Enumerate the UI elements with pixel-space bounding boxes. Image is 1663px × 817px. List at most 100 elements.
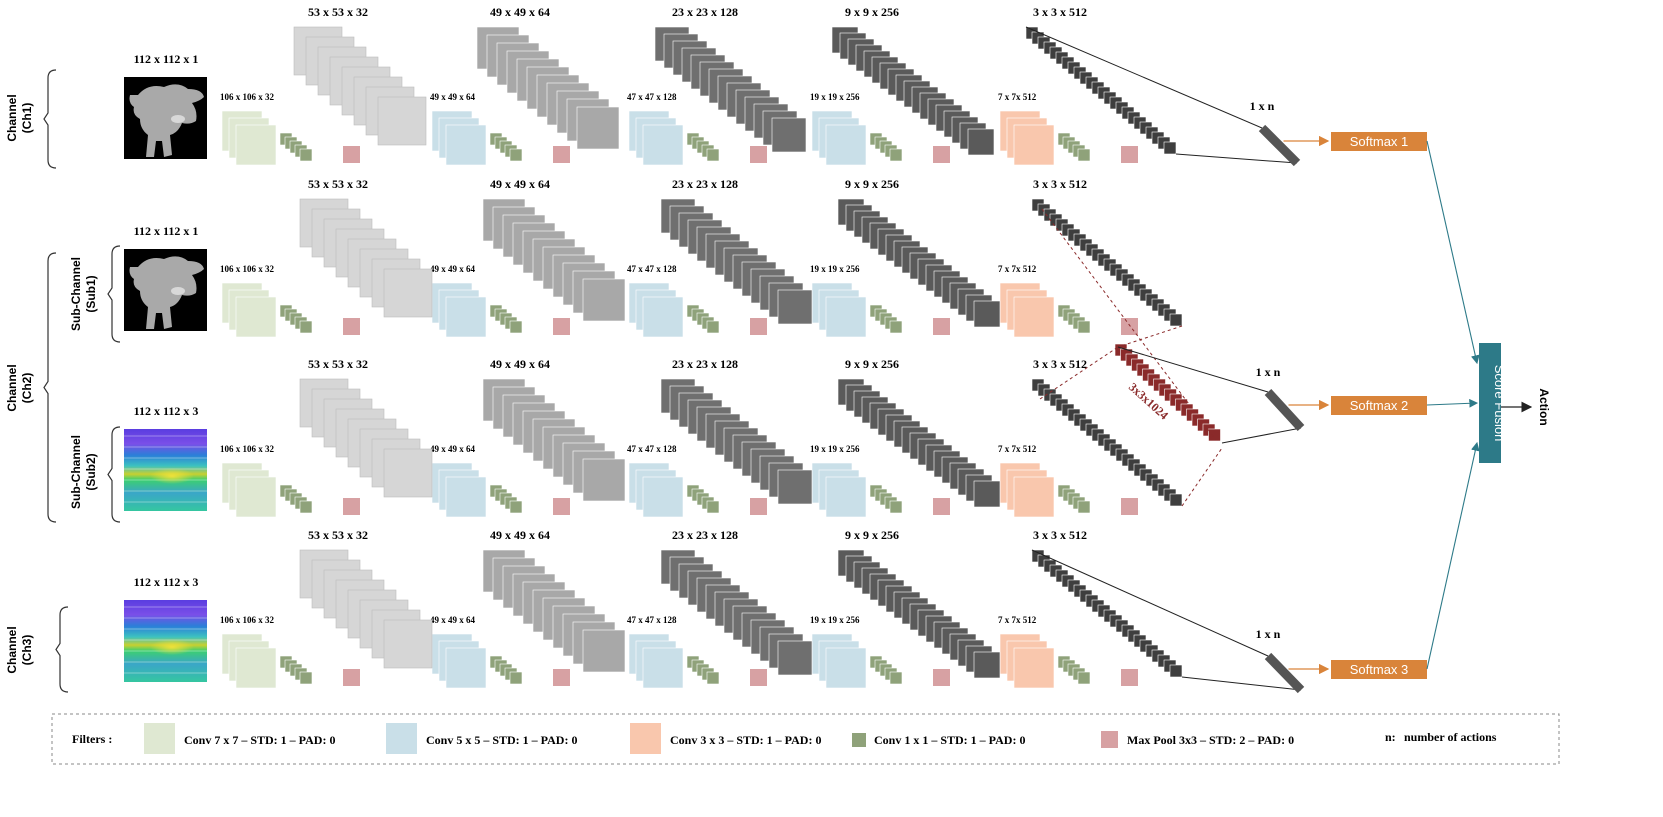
- softmax-2: Softmax 2: [1331, 396, 1427, 415]
- concat-stack: [1114, 343, 1221, 442]
- maxpool-block: [1121, 669, 1138, 686]
- conv1x1-block: [686, 132, 720, 162]
- conv1x1-block: [1057, 484, 1091, 514]
- legend-swatch: [386, 723, 417, 754]
- stage-4: 19 x 19 x 256: [810, 444, 950, 518]
- channel-rows: 112 x 112 x 1 106 x 106 x 32 49 x 49 x 64 4…: [5, 5, 1183, 693]
- feature-dim-label: 49 x 49 x 64: [490, 5, 550, 19]
- legend-swatch: [144, 723, 175, 754]
- channel-sublabel: (Sub2): [84, 453, 98, 490]
- stage-4: 19 x 19 x 256: [810, 92, 950, 166]
- feature-map-stack: [660, 549, 813, 676]
- conv1x1-block: [869, 484, 903, 514]
- feature-map-stack: [1031, 549, 1183, 678]
- conv-dim-label: 47 x 47 x 128: [627, 92, 677, 102]
- maxpool-block: [553, 669, 570, 686]
- conv-dim-label: 19 x 19 x 256: [810, 615, 860, 625]
- maxpool-block: [1121, 146, 1138, 163]
- feature-map-stack: [837, 378, 1001, 508]
- fc-dim-label: 1 x n: [1256, 365, 1281, 379]
- conv-filter-block: [999, 282, 1055, 338]
- feature-map-stack: [654, 26, 807, 153]
- stage-1: 106 x 106 x 32: [220, 615, 360, 689]
- maxpool-block: [553, 318, 570, 335]
- bracket-ch1: [43, 69, 57, 169]
- conv-dim-label: 7 x 7x 512: [998, 615, 1037, 625]
- feature-map-stack: [482, 378, 626, 502]
- conv1x1-block: [1057, 655, 1091, 685]
- feature-map-stack: [299, 378, 433, 498]
- stage-1: 106 x 106 x 32: [220, 92, 360, 166]
- channel-sublabel: (Ch3): [20, 635, 34, 666]
- conv-filter-block: [221, 110, 277, 166]
- bracket-sub1: [107, 245, 121, 343]
- fc-connector: [1175, 153, 1298, 164]
- legend-label: Conv 1 x 1 – STD: 1 – PAD: 0: [874, 733, 1025, 747]
- legend-note-key: n:: [1385, 730, 1396, 744]
- conv-dim-label: 49 x 49 x 64: [430, 92, 476, 102]
- motion-map-image: [124, 429, 207, 511]
- feature-dim-label: 3 x 3 x 512: [1033, 5, 1087, 19]
- depth-image: [124, 249, 207, 331]
- conv-dim-label: 7 x 7x 512: [998, 264, 1037, 274]
- fc-layer: [1258, 124, 1301, 167]
- feature-map-stack: [837, 549, 1001, 679]
- feature-map-stack: [482, 198, 626, 322]
- concat-connector: [1039, 346, 1119, 400]
- legend-item: Conv 7 x 7 – STD: 1 – PAD: 0: [144, 723, 335, 754]
- conv1x1-block: [279, 132, 313, 162]
- conv-filter-block: [999, 110, 1055, 166]
- conv-filter-block: [431, 110, 487, 166]
- output-branch-2: 1 x n Softmax 2: [1117, 346, 1479, 444]
- maxpool-block: [1121, 318, 1138, 335]
- legend-label: Conv 3 x 3 – STD: 1 – PAD: 0: [670, 733, 821, 747]
- legend-title: Filters :: [72, 732, 112, 746]
- softmax-box: [1331, 132, 1427, 151]
- conv-filter-block: [628, 462, 684, 518]
- feature-dim-label: 49 x 49 x 64: [490, 528, 550, 542]
- softmax-1: Softmax 1: [1331, 132, 1427, 151]
- fusion-arrow: [1426, 441, 1480, 670]
- maxpool-block: [933, 669, 950, 686]
- maxpool-block: [750, 498, 767, 515]
- stage-5: 7 x 7x 512: [998, 92, 1138, 166]
- input-dim-label: 112 x 112 x 1: [134, 224, 199, 238]
- maxpool-block: [1121, 498, 1138, 515]
- stage-3: 47 x 47 x 128: [627, 444, 767, 518]
- feature-dim-label: 49 x 49 x 64: [490, 357, 550, 371]
- channel-label: Channel: [5, 94, 19, 141]
- stage-2: 49 x 49 x 64: [430, 444, 570, 518]
- stage-2: 49 x 49 x 64: [430, 615, 570, 689]
- feature-dim-label: 23 x 23 x 128: [672, 177, 738, 191]
- stage-2: 49 x 49 x 64: [430, 264, 570, 338]
- feature-map-stack: [482, 549, 626, 673]
- conv-filter-block: [431, 282, 487, 338]
- fusion-arrow: [1426, 140, 1480, 365]
- fc-dim-label: 1 x n: [1250, 99, 1275, 113]
- fc-layer: [1264, 388, 1305, 432]
- stage-2: 49 x 49 x 64: [430, 92, 570, 166]
- maxpool-block: [553, 498, 570, 515]
- softmax-3: Softmax 3: [1331, 660, 1427, 679]
- conv1x1-block: [1057, 132, 1091, 162]
- conv-dim-label: 106 x 106 x 32: [220, 444, 275, 454]
- conv-dim-label: 47 x 47 x 128: [627, 264, 677, 274]
- feature-dim-label: 23 x 23 x 128: [672, 5, 738, 19]
- fc-connector: [1181, 676, 1302, 691]
- legend-swatch: [630, 723, 661, 754]
- conv-dim-label: 49 x 49 x 64: [430, 615, 476, 625]
- softmax-label: Softmax 2: [1350, 398, 1409, 413]
- feature-dim-label: 53 x 53 x 32: [308, 5, 368, 19]
- output-branch-1: 1 x n Softmax 1: [1025, 26, 1480, 365]
- stage-3: 47 x 47 x 128: [627, 264, 767, 338]
- legend-swatch: [1101, 731, 1118, 748]
- feature-dim-label: 3 x 3 x 512: [1033, 357, 1087, 371]
- conv-filter-block: [999, 462, 1055, 518]
- feature-dim-label: 53 x 53 x 32: [308, 528, 368, 542]
- conv1x1-block: [869, 655, 903, 685]
- channel-label: Channel: [5, 626, 19, 673]
- stage-3: 47 x 47 x 128: [627, 92, 767, 166]
- maxpool-block: [750, 318, 767, 335]
